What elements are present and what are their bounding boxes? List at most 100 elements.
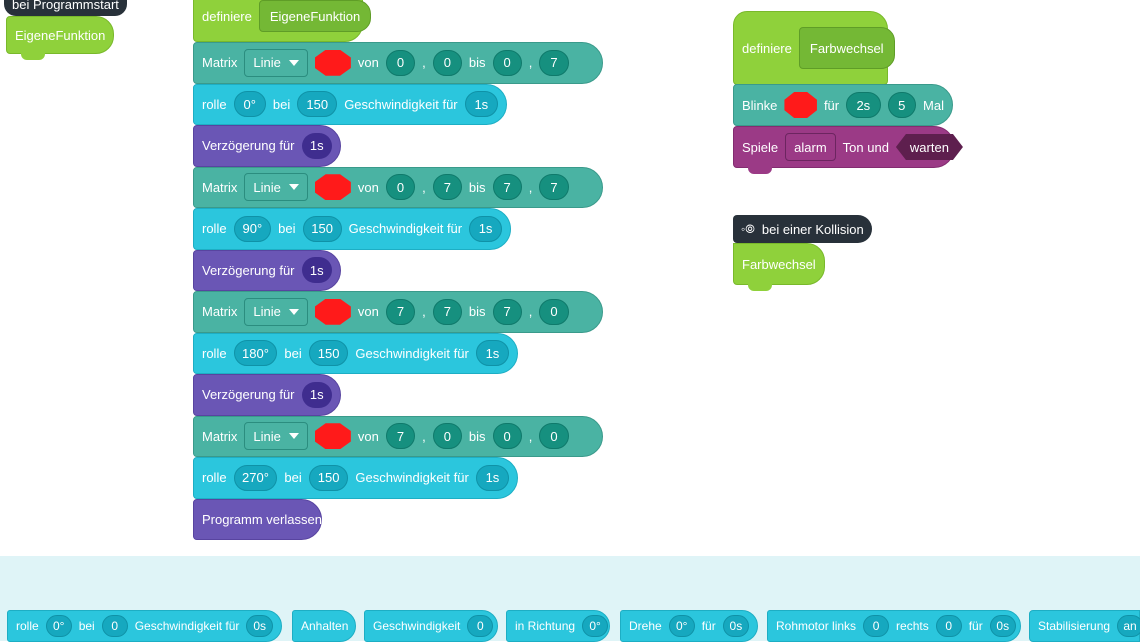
blink-block[interactable]: Blinke für 2s 5 Mal xyxy=(733,84,953,126)
palette-raw-motor-block[interactable]: Rohmotor links 0 rechts 0 für 0s xyxy=(767,610,1021,642)
color-swatch[interactable] xyxy=(784,92,817,118)
blink-count-input[interactable]: 5 xyxy=(887,92,917,118)
play-sound-block[interactable]: Spiele alarm Ton und warten xyxy=(733,126,955,174)
bis-label: bis xyxy=(468,55,486,71)
from-x-input[interactable]: 7 xyxy=(385,298,416,325)
to-y-input[interactable]: 0 xyxy=(539,423,569,450)
time-input[interactable]: 1s xyxy=(464,91,498,118)
event-collision[interactable]: ◦⦾ bei einer Kollision xyxy=(733,215,872,243)
delay-input[interactable]: 1s xyxy=(301,257,332,284)
mal-label: Mal xyxy=(923,97,944,113)
to-x-input[interactable]: 0 xyxy=(492,49,522,76)
time-input[interactable]: 1s xyxy=(475,464,509,491)
von-label: von xyxy=(357,428,379,444)
from-y-input[interactable]: 7 xyxy=(432,298,462,325)
to-y-input[interactable]: 0 xyxy=(539,298,569,325)
palette-roll-block[interactable]: rolle 0° bei 0 Geschwindigkeit für 0s xyxy=(7,610,282,642)
comma-separator: , xyxy=(422,304,426,320)
from-x-input[interactable]: 7 xyxy=(385,423,416,450)
to-y-input[interactable]: 7 xyxy=(539,49,569,76)
wait-mode-toggle[interactable]: warten xyxy=(896,134,963,160)
speed-label: Geschwindigkeit für xyxy=(344,96,458,112)
to-x-input[interactable]: 7 xyxy=(492,298,522,325)
angle-input[interactable]: 90° xyxy=(233,215,272,242)
right-motor-input[interactable]: 0 xyxy=(935,615,962,637)
from-y-input[interactable]: 0 xyxy=(432,49,462,76)
exit-program-block[interactable]: Programm verlassen xyxy=(193,498,322,540)
from-y-input[interactable]: 7 xyxy=(432,174,462,201)
speed-input[interactable]: 150 xyxy=(297,91,338,118)
bei-label: bei xyxy=(284,345,302,361)
time-input[interactable]: 1s xyxy=(469,215,502,242)
matrix-label: Matrix xyxy=(202,428,238,444)
sound-dropdown[interactable]: alarm xyxy=(785,133,836,161)
stabilization-toggle[interactable]: an xyxy=(1117,615,1140,637)
shape-dropdown[interactable]: Linie xyxy=(244,173,308,202)
speed-input[interactable]: 0 xyxy=(467,615,494,637)
to-x-input[interactable]: 7 xyxy=(492,174,522,201)
from-x-input[interactable]: 0 xyxy=(385,49,416,76)
delay-input[interactable]: 1s xyxy=(301,132,332,159)
speed-label: Geschwindigkeit für xyxy=(355,470,469,486)
speed-input[interactable]: 150 xyxy=(302,215,342,242)
angle-input[interactable]: 0° xyxy=(233,91,266,118)
color-swatch[interactable] xyxy=(314,174,351,201)
left-motor-input[interactable]: 0 xyxy=(863,615,890,637)
function-name[interactable]: Farbwechsel xyxy=(798,27,895,69)
palette-stabilization-block[interactable]: Stabilisierung an xyxy=(1029,610,1140,642)
comma-separator: , xyxy=(528,304,533,320)
from-x-input[interactable]: 0 xyxy=(385,174,416,201)
time-input[interactable]: 0s xyxy=(989,615,1016,637)
event-program-start[interactable]: bei Programmstart xyxy=(4,0,127,16)
exit-label: Programm verlassen xyxy=(202,511,322,527)
define-eigenefunktion[interactable]: definiere EigeneFunktion xyxy=(193,0,372,42)
time-input[interactable]: 1s xyxy=(475,340,509,367)
palette-spin-block[interactable]: Drehe 0° für 0s xyxy=(620,610,758,642)
shape-dropdown[interactable]: Linie xyxy=(244,297,308,326)
function-name[interactable]: EigeneFunktion xyxy=(258,0,372,32)
angle-input[interactable]: 270° xyxy=(233,464,278,491)
bei-label: bei xyxy=(78,619,95,633)
delay-input[interactable]: 1s xyxy=(301,381,332,408)
time-input[interactable]: 0s xyxy=(246,615,273,637)
palette-speed-block[interactable]: Geschwindigkeit 0 xyxy=(364,610,498,642)
blink-time-input[interactable]: 2s xyxy=(846,92,881,118)
from-y-input[interactable]: 0 xyxy=(432,423,462,450)
to-x-input[interactable]: 0 xyxy=(492,423,522,450)
palette-stop-block[interactable]: Anhalten xyxy=(292,610,356,642)
define-farbwechsel[interactable]: definiere Farbwechsel xyxy=(733,11,895,85)
speed-label: Geschwindigkeit für xyxy=(348,221,463,237)
speed-input[interactable]: 150 xyxy=(308,464,349,491)
von-label: von xyxy=(357,55,379,71)
color-swatch[interactable] xyxy=(314,49,351,76)
speed-input[interactable]: 150 xyxy=(308,340,349,367)
time-input[interactable]: 0s xyxy=(722,615,749,637)
comma-separator: , xyxy=(422,428,426,444)
collision-label: bei einer Kollision xyxy=(761,221,864,237)
call-eigenefunktion[interactable]: EigeneFunktion xyxy=(6,16,115,60)
angle-input[interactable]: 0° xyxy=(668,615,695,637)
to-y-input[interactable]: 7 xyxy=(539,174,569,201)
angle-input[interactable]: 180° xyxy=(233,340,278,367)
color-swatch[interactable] xyxy=(314,298,351,325)
color-swatch[interactable] xyxy=(314,423,351,450)
angle-input[interactable]: 0° xyxy=(45,615,72,637)
shape-dropdown[interactable]: Linie xyxy=(244,422,308,451)
fuer-label: für xyxy=(701,619,716,633)
shape-dropdown[interactable]: Linie xyxy=(244,48,308,77)
call-farbwechsel[interactable]: Farbwechsel xyxy=(733,243,825,291)
heading-input[interactable]: 0° xyxy=(582,615,609,637)
palette-heading-block[interactable]: in Richtung 0° xyxy=(506,610,610,642)
speed-input[interactable]: 0 xyxy=(101,615,128,637)
